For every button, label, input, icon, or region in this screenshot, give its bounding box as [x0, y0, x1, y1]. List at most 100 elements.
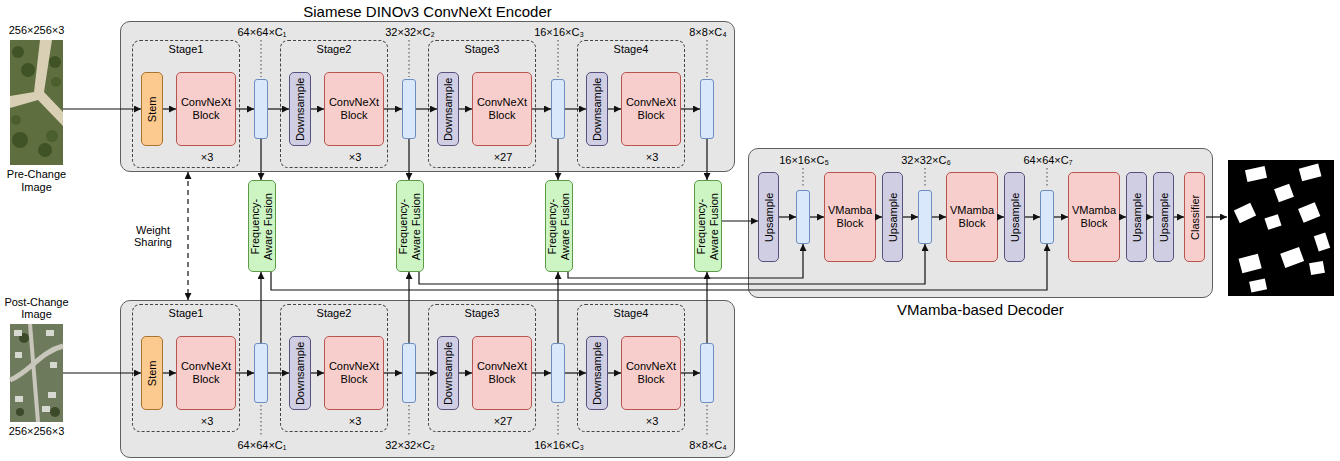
block-label: ConvNeXt Block — [624, 360, 678, 385]
leader-line — [803, 168, 804, 188]
house — [15, 396, 23, 402]
tensor-shape: 32×32×C₆ — [879, 154, 973, 167]
text-holder: ConvNeXt Block — [325, 73, 383, 145]
flow-arrow — [416, 108, 437, 109]
leader-line — [558, 40, 559, 77]
feature-map: 64×64×C₁ — [254, 79, 268, 139]
text-holder: ×3 — [335, 151, 375, 164]
tree — [12, 132, 28, 148]
flow-arrow — [384, 372, 402, 373]
text-holder: Post-Change Image — [2, 296, 72, 321]
repeat-count: ×3 — [632, 415, 672, 428]
leader-line — [707, 405, 708, 437]
text-holder: Stage4 — [578, 43, 684, 56]
leader-line — [925, 168, 926, 188]
flow-arrow — [236, 372, 254, 373]
flow-arrow — [565, 372, 586, 373]
flow-arrow — [706, 139, 707, 180]
tensor-shape: 32×32×C₂ — [363, 439, 457, 452]
image-caption: Pre-Change Image — [2, 168, 72, 193]
fusion-block: Frequency-Aware Fusion — [694, 180, 722, 272]
image-caption: 256×256×3 — [2, 425, 72, 438]
house — [42, 406, 50, 412]
processing-block: Classifier — [1184, 172, 1205, 262]
text-holder: 32×32×C₂ — [363, 26, 457, 39]
flow-arrow — [903, 216, 918, 217]
tree — [49, 56, 61, 68]
stage-title: Stage4 — [578, 307, 684, 320]
sampling-block: Downsample — [586, 336, 608, 410]
flow-arrow — [608, 108, 621, 109]
stage-group: Stage2×3DownsampleConvNeXt Block — [280, 304, 388, 432]
text-holder: 16×16×C₅ — [757, 154, 851, 167]
tree — [38, 143, 52, 157]
edge-label: Weight Sharing — [124, 224, 182, 249]
block-label: Upsample — [886, 176, 899, 258]
text-holder: 16×16×C₃ — [512, 26, 606, 39]
text-holder: ConvNeXt Block — [177, 337, 235, 409]
block-label: ConvNeXt Block — [179, 96, 233, 121]
block-label: Upsample — [1157, 176, 1170, 258]
panel-title: Siamese DINOv3 ConvNeXt Encoder — [121, 3, 734, 20]
flow-arrow — [532, 372, 551, 373]
tensor-shape: 64×64×C₁ — [215, 439, 309, 452]
change-mask — [1228, 160, 1334, 296]
block-label: ConvNeXt Block — [475, 96, 529, 121]
text-holder: ConvNeXt Block — [473, 73, 531, 145]
block-label: VMamba Block — [1071, 204, 1117, 229]
block-label: Upsample — [1008, 176, 1021, 258]
stage-title: Stage2 — [281, 43, 387, 56]
house — [50, 362, 57, 368]
mask-building — [1280, 247, 1304, 268]
stem-block: Stem — [141, 72, 163, 146]
post-change-photo — [10, 324, 63, 422]
processing-block: ConvNeXt Block — [472, 72, 532, 146]
processing-block: ConvNeXt Block — [324, 336, 384, 410]
flow-arrow — [268, 108, 289, 109]
leader-line — [409, 40, 410, 77]
sampling-block: Upsample — [882, 172, 903, 262]
text-holder: VMamba Block — [947, 173, 997, 261]
processing-block: ConvNeXt Block — [324, 72, 384, 146]
tree — [46, 130, 58, 142]
text-holder: 8×8×C₄ — [661, 26, 755, 39]
flow-arrow — [271, 244, 1047, 290]
street — [30, 324, 38, 422]
stage-title: Stage4 — [578, 43, 684, 56]
feature-map: 16×16×C₅ — [796, 190, 810, 244]
sampling-block: Downsample — [437, 336, 459, 410]
feature-map: 8×8×C₄ — [700, 79, 714, 139]
processing-block: ConvNeXt Block — [472, 336, 532, 410]
feature-map: 32×32×C₂ — [402, 343, 416, 403]
stage-title: Stage2 — [281, 307, 387, 320]
flow-arrow — [408, 272, 409, 343]
leader-line — [261, 405, 262, 437]
sampling-block: Upsample — [758, 172, 779, 262]
pre-change-photo — [10, 40, 63, 165]
module-panel: VMamba-based DecoderUpsample16×16×C₅VMam… — [748, 148, 1213, 298]
text-holder: Stage3 — [429, 43, 535, 56]
sampling-block: Downsample — [289, 336, 311, 410]
flow-arrow — [557, 139, 558, 180]
text-holder: ×3 — [632, 151, 672, 164]
flow-arrow — [1054, 216, 1068, 217]
tree — [12, 46, 24, 58]
stage-group: Stage4×3DownsampleConvNeXt Block — [577, 40, 685, 168]
text-holder: 64×64×C₁ — [215, 26, 309, 39]
tensor-shape: 8×8×C₄ — [661, 439, 755, 452]
module-panel: Siamese DINOv3 ConvNeXt EncoderStage1×3S… — [120, 21, 735, 172]
stage-group: Stage1×3StemConvNeXt Block — [132, 304, 240, 432]
block-label: VMamba Block — [827, 204, 873, 229]
text-holder: Stage3 — [429, 307, 535, 320]
image-caption: 256×256×3 — [2, 24, 72, 37]
block-label: ConvNeXt Block — [475, 360, 529, 385]
flow-arrow — [384, 108, 402, 109]
stage-title: Stage3 — [429, 43, 535, 56]
sampling-block: Downsample — [437, 72, 459, 146]
flow-arrow — [311, 108, 324, 109]
mask-building — [1239, 254, 1262, 274]
flow-arrow — [236, 108, 254, 109]
mask-building — [1245, 166, 1267, 182]
sampling-block: Downsample — [289, 72, 311, 146]
